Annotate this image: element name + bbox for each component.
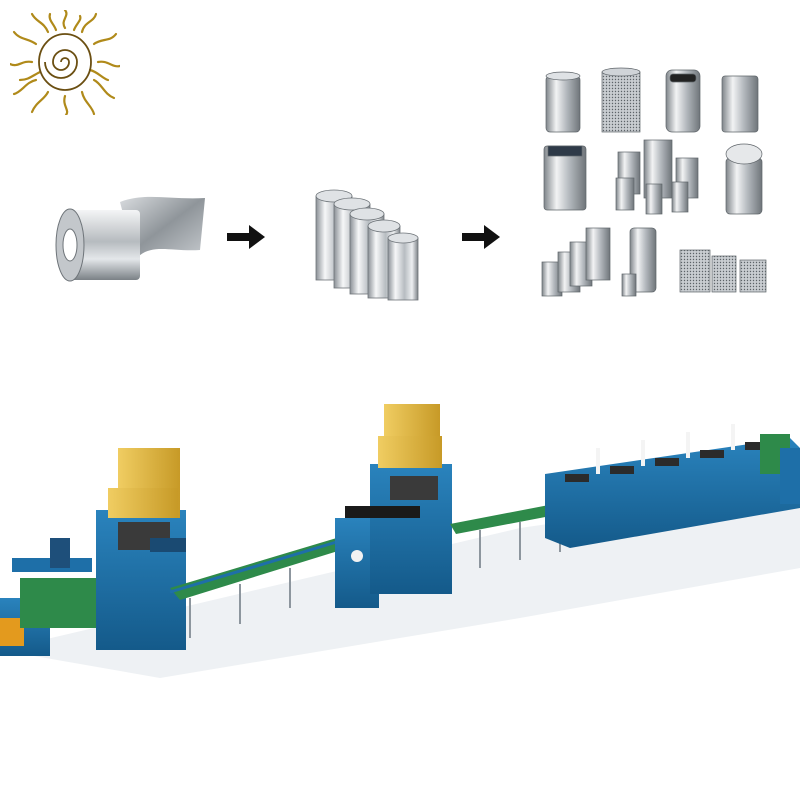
arrow-right-icon (462, 225, 500, 249)
stainless-cylinders-icon (315, 189, 419, 301)
trash-bin-products-icon (541, 67, 767, 297)
sun-logo-icon (10, 10, 120, 115)
arrow-right-icon (227, 225, 265, 249)
steel-coil-icon (55, 196, 205, 282)
production-line-machinery-icon (0, 404, 800, 678)
